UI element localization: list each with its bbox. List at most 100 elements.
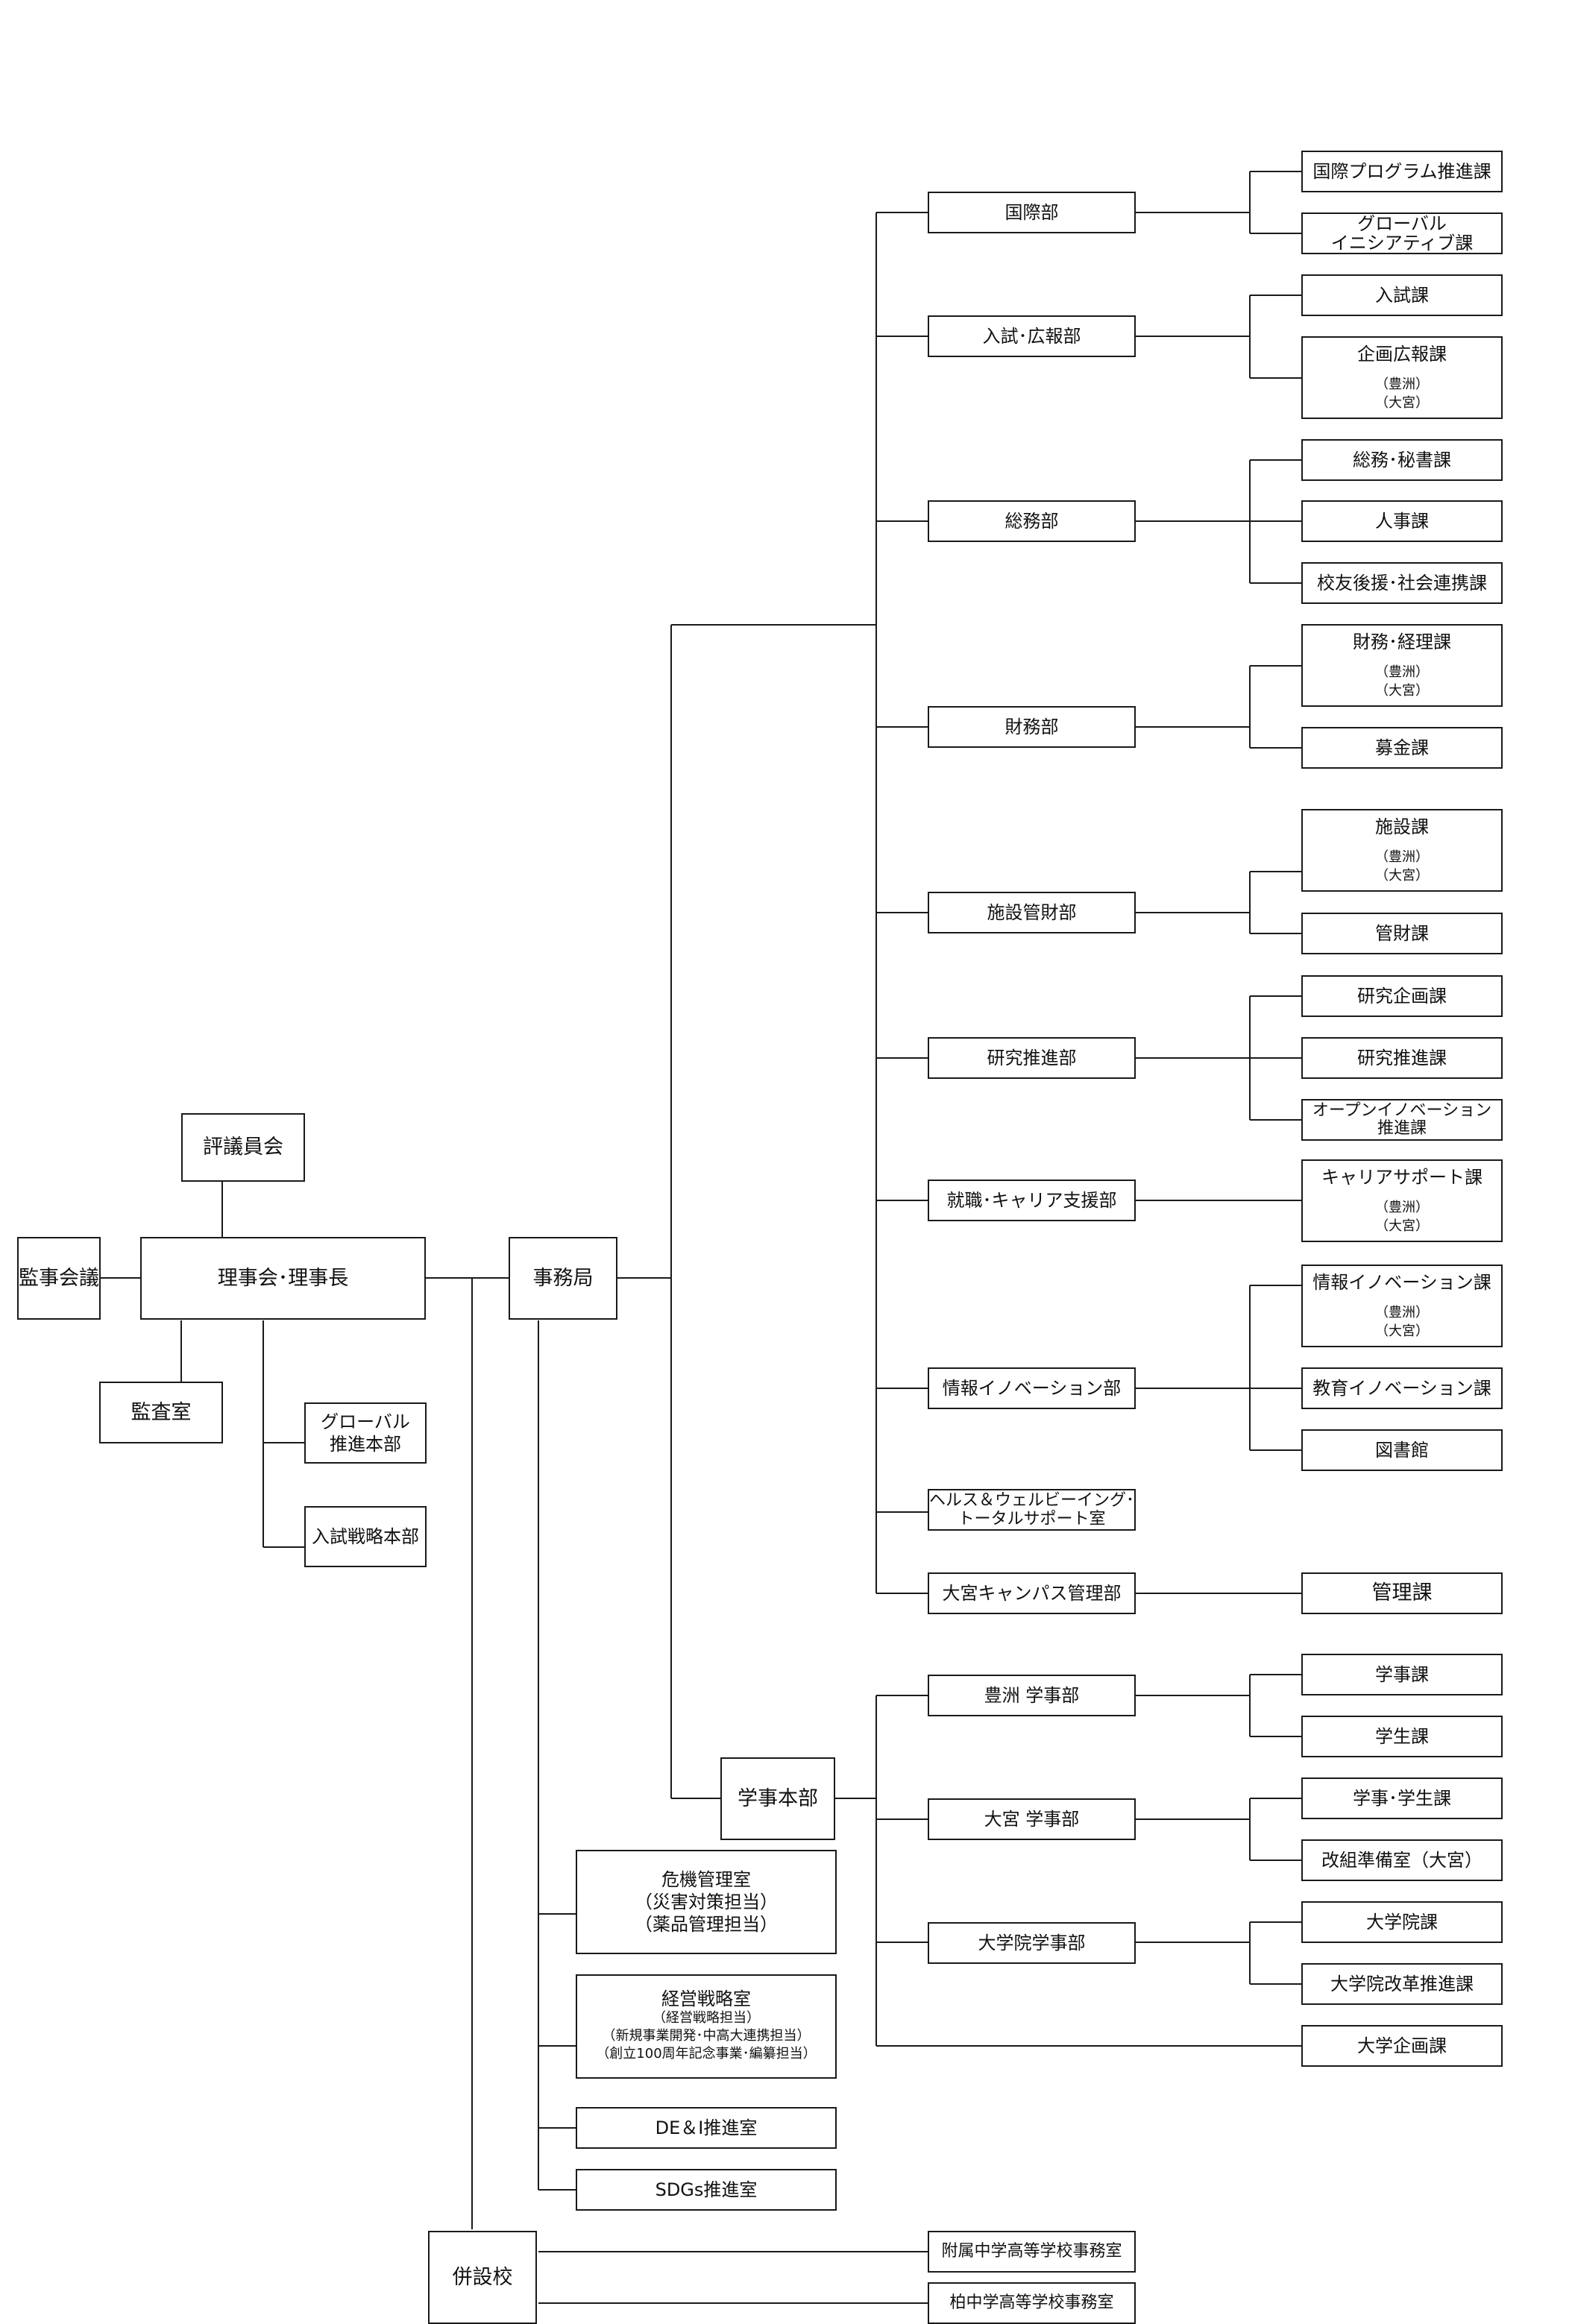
secretariat-label: 事務局 — [532, 1266, 594, 1290]
dept-label-2: トータルサポート室 — [958, 1510, 1106, 1528]
section-label: 図書館 — [1375, 1440, 1429, 1461]
section-box: 施設課 （豊洲） （大宮） — [1301, 809, 1503, 892]
section-box: 大学企画課 — [1301, 2025, 1503, 2067]
section-box: 入試課 — [1301, 274, 1503, 316]
section-label: 大学企画課 — [1357, 2035, 1447, 2056]
section-label: 研究企画課 — [1357, 986, 1447, 1007]
section-box: 総務･秘書課 — [1301, 439, 1503, 481]
dept-research: 研究推進部 — [928, 1037, 1136, 1079]
admissions-hq-label: 入試戦略本部 — [312, 1526, 419, 1547]
section-label: 学事課 — [1375, 1664, 1429, 1685]
division-label: 大学院学事部 — [978, 1933, 1086, 1953]
section-label: 学事･学生課 — [1353, 1788, 1451, 1809]
section-note: （大宮） — [1375, 867, 1429, 884]
section-box: 人事課 — [1301, 500, 1503, 542]
dept-label: 国際部 — [1004, 202, 1059, 223]
section-label: 国際プログラム推進課 — [1312, 161, 1491, 182]
section-box: 研究推進課 — [1301, 1037, 1503, 1079]
dept-finance: 財務部 — [928, 706, 1136, 748]
dept-facilities: 施設管財部 — [928, 892, 1136, 933]
division-label: 豊洲 学事部 — [984, 1685, 1080, 1706]
council-box: 評議員会 — [181, 1113, 305, 1182]
office-title: 危機管理室 — [661, 1869, 751, 1890]
dept-label: 研究推進部 — [987, 1048, 1077, 1068]
section-label: 募金課 — [1375, 737, 1429, 758]
section-box: 募金課 — [1301, 727, 1503, 769]
section-box: 図書館 — [1301, 1429, 1503, 1471]
office-sdgs: SDGs推進室 — [576, 2169, 837, 2211]
section-note: （豊洲） — [1375, 664, 1429, 681]
section-label-1: グローバル — [1357, 212, 1447, 234]
board-box: 理事会･理事長 — [140, 1237, 426, 1320]
dept-info-innovation: 情報イノベーション部 — [928, 1367, 1136, 1409]
school-office-label: 柏中学高等学校事務室 — [949, 2293, 1114, 2313]
section-label: 管理課 — [1371, 1581, 1433, 1605]
section-label: 大学院課 — [1366, 1912, 1438, 1933]
office-title: SDGs推進室 — [655, 2179, 758, 2200]
academic-hq-box: 学事本部 — [720, 1757, 835, 1840]
office-note: （新規事業開発･中高大連携担当） — [602, 2028, 811, 2044]
section-box: 改組準備室（大宮） — [1301, 1839, 1503, 1881]
section-note: （大宮） — [1375, 394, 1429, 411]
dept-health-wellbeing: ヘルス＆ウェルビーイング･ トータルサポート室 — [928, 1489, 1136, 1531]
section-box: オープンイノベーション 推進課 — [1301, 1099, 1503, 1141]
audit-office-label: 監査室 — [131, 1400, 192, 1424]
office-dei: DE＆I推進室 — [576, 2107, 837, 2149]
section-label: 学生課 — [1375, 1726, 1429, 1747]
office-note: （経営戦略担当） — [653, 2009, 760, 2026]
dept-label: 財務部 — [1004, 717, 1059, 737]
section-box: 学事･学生課 — [1301, 1777, 1503, 1819]
section-label: 研究推進課 — [1357, 1048, 1447, 1068]
dept-label: 施設管財部 — [987, 902, 1077, 923]
section-box: 管財課 — [1301, 913, 1503, 954]
office-note: （創立100周年記念事業･編纂担当） — [596, 2046, 817, 2062]
affiliated-schools-label: 併設校 — [452, 2265, 513, 2289]
section-note: （大宮） — [1375, 1323, 1429, 1339]
section-box: 研究企画課 — [1301, 975, 1503, 1017]
division-graduate: 大学院学事部 — [928, 1922, 1136, 1964]
office-strategy: 経営戦略室 （経営戦略担当） （新規事業開発･中高大連携担当） （創立100周年… — [576, 1974, 837, 2079]
school-office-label: 附属中学高等学校事務室 — [941, 2242, 1122, 2261]
auditors-label: 監事会議 — [19, 1266, 99, 1290]
affiliated-schools-box: 併設校 — [428, 2231, 537, 2324]
office-title: DE＆I推進室 — [655, 2117, 758, 2138]
section-box: グローバル イニシアティブ課 — [1301, 212, 1503, 254]
office-note: （災害対策担当） — [635, 1892, 778, 1912]
school-office-kashiwa: 柏中学高等学校事務室 — [928, 2282, 1136, 2324]
section-label: 企画広報課 — [1357, 344, 1447, 365]
office-crisis: 危機管理室 （災害対策担当） （薬品管理担当） — [576, 1850, 837, 1954]
secretariat-box: 事務局 — [509, 1237, 617, 1320]
section-box: 大学院課 — [1301, 1901, 1503, 1943]
academic-hq-label: 学事本部 — [738, 1786, 818, 1810]
dept-label-1: ヘルス＆ウェルビーイング･ — [929, 1490, 1135, 1510]
section-box: 校友後援･社会連携課 — [1301, 562, 1503, 604]
council-label: 評議員会 — [203, 1136, 283, 1159]
section-box: キャリアサポート課 （豊洲） （大宮） — [1301, 1159, 1503, 1242]
section-box: 管理課 — [1301, 1572, 1503, 1614]
section-label: 財務･経理課 — [1353, 632, 1451, 653]
dept-label: 総務部 — [1004, 511, 1059, 532]
section-label: 教育イノベーション課 — [1312, 1378, 1491, 1399]
section-label: 校友後援･社会連携課 — [1317, 573, 1487, 593]
office-title: 経営戦略室 — [661, 1988, 751, 2010]
section-note: （豊洲） — [1375, 377, 1429, 393]
section-note: （豊洲） — [1375, 1305, 1429, 1321]
section-note: （豊洲） — [1375, 1200, 1429, 1216]
office-note: （薬品管理担当） — [635, 1914, 778, 1935]
dept-career: 就職･キャリア支援部 — [928, 1180, 1136, 1221]
section-label-2: 推進課 — [1377, 1119, 1427, 1138]
division-label: 大宮 学事部 — [984, 1809, 1080, 1830]
dept-general-affairs: 総務部 — [928, 500, 1136, 542]
auditors-box: 監事会議 — [17, 1237, 101, 1320]
section-label-1: オープンイノベーション — [1312, 1100, 1492, 1120]
section-note: （大宮） — [1375, 1218, 1429, 1234]
section-label: 大学院改革推進課 — [1330, 1974, 1474, 1994]
audit-office-box: 監査室 — [99, 1382, 223, 1443]
section-box: 情報イノベーション課 （豊洲） （大宮） — [1301, 1265, 1503, 1347]
section-label: 人事課 — [1375, 511, 1429, 532]
dept-label: 情報イノベーション部 — [942, 1378, 1122, 1399]
section-note: （大宮） — [1375, 682, 1429, 699]
section-label-2: イニシアティブ課 — [1330, 233, 1474, 254]
